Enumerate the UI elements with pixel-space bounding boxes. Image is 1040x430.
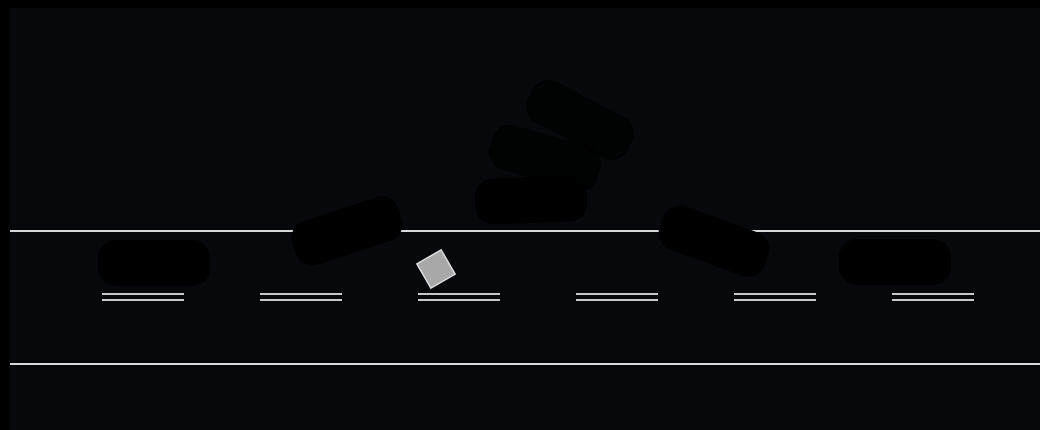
car — [474, 174, 588, 225]
car — [839, 238, 951, 285]
car — [98, 239, 210, 286]
